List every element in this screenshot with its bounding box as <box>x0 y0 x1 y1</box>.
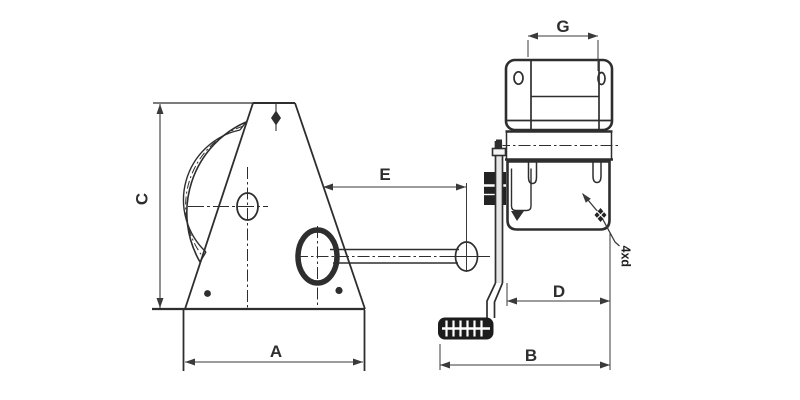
dim-b <box>439 344 610 370</box>
dim-label-e: E <box>379 165 390 184</box>
dim-e <box>323 183 467 272</box>
frame-slot-right <box>592 162 602 184</box>
crank-arm <box>486 139 507 318</box>
dim-d <box>506 232 611 370</box>
dim-label-a: A <box>270 342 282 361</box>
dim-label-b: B <box>525 346 537 365</box>
dim-label-d: D <box>553 282 565 301</box>
spring-housing <box>510 168 532 212</box>
dimensions <box>156 32 620 370</box>
pawl-tip <box>511 211 524 221</box>
dim-g <box>527 32 599 71</box>
drum-arc <box>182 121 247 263</box>
bolt-hole-left <box>204 290 211 297</box>
lower-frame <box>506 160 611 231</box>
dim-a <box>185 358 363 366</box>
side-view <box>152 102 490 371</box>
top-bracket <box>504 58 614 132</box>
hole-callout-leader <box>582 193 620 247</box>
dim-c <box>156 104 164 308</box>
dim-label-c: C <box>133 193 152 205</box>
front-view <box>438 58 620 340</box>
bracket-hole-left <box>513 70 524 86</box>
bolt-hole-right <box>335 286 343 295</box>
crank-grip <box>438 317 494 340</box>
bracket-hole-right <box>597 71 606 86</box>
frame-slot-left <box>527 162 538 185</box>
body-right-edge <box>294 102 366 310</box>
hole-callout-label: 4xd <box>619 246 633 268</box>
dim-label-g: G <box>556 17 569 36</box>
